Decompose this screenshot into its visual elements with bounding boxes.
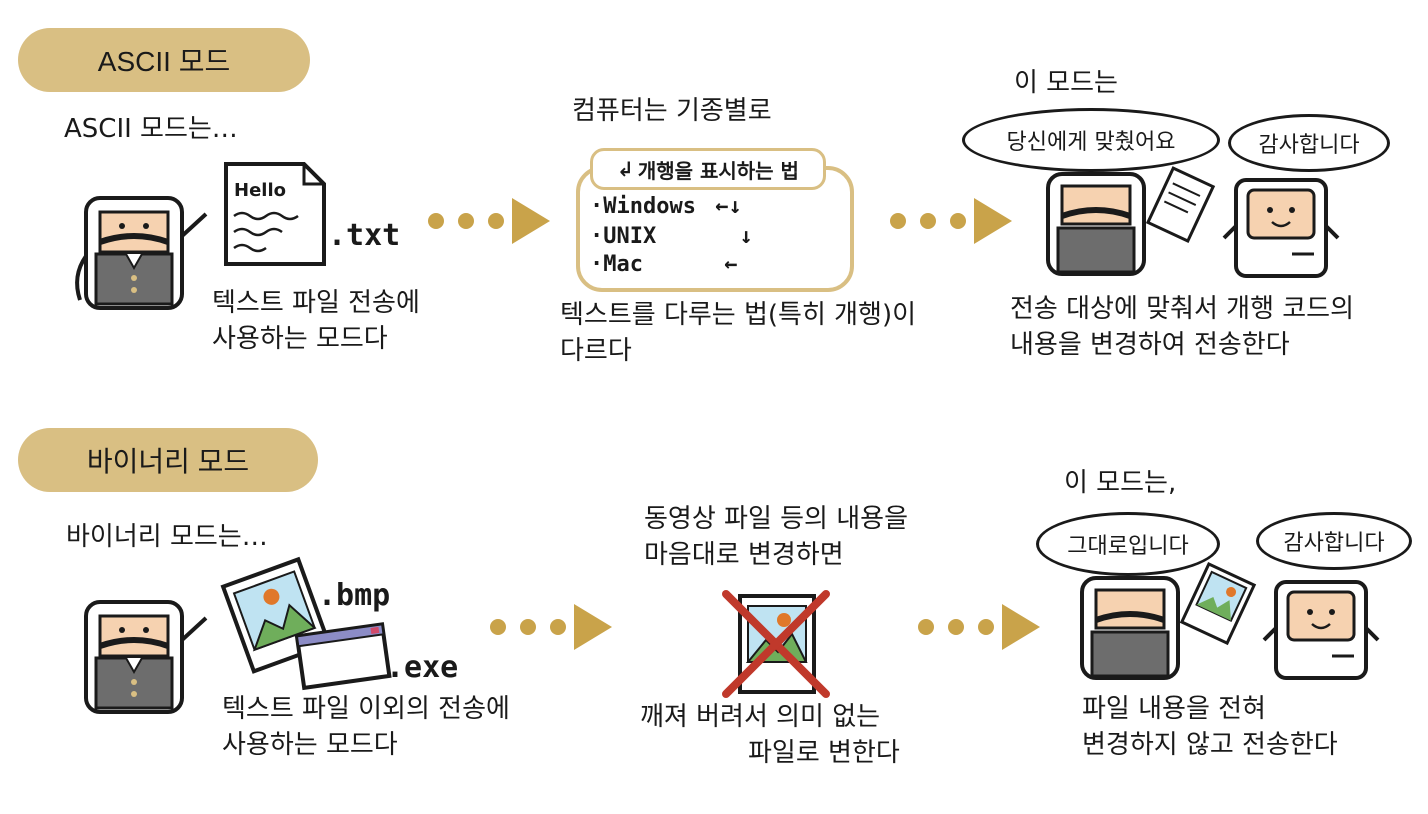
ascii-right-description-line2: 내용을 변경하여 전송한다 — [1010, 328, 1354, 364]
binary-middle-description: 깨져 버려서 의미 없는 파일로 변한다 — [640, 700, 900, 772]
ascii-mode-header: ASCII 모드 — [18, 28, 310, 92]
binary-middle-description-line1: 깨져 버려서 의미 없는 — [640, 700, 900, 736]
ascii-description-line1: 텍스트 파일 전송에 — [212, 286, 420, 322]
ascii-bubble-left-text: 당신에게 맞췄어요 — [1007, 124, 1176, 156]
binary-mode-header-label: 바이너리 모드 — [87, 440, 249, 480]
binary-bubble-left-text: 그대로입니다 — [1067, 528, 1188, 560]
binary-middle-title: 동영상 파일 등의 내용을 마음대로 변경하면 — [644, 502, 908, 574]
ascii-middle-title: 컴퓨터는 기종별로 — [572, 94, 772, 130]
professor-character-icon — [66, 590, 216, 720]
ascii-intro: ASCII 모드는… — [64, 112, 238, 148]
binary-right-description: 파일 내용을 전혀 변경하지 않고 전송한다 — [1082, 692, 1338, 764]
professor-character-icon — [66, 186, 216, 316]
binary-middle-title-line2: 마음대로 변경하면 — [644, 538, 908, 574]
os-row-windows: ·Windows ←↓ — [590, 194, 742, 219]
ascii-middle-description-line1: 텍스트를 다루는 법(특히 개행)이 — [560, 298, 916, 334]
flow-arrow-icon — [490, 602, 614, 652]
document-hello-text: Hello — [234, 180, 286, 201]
flow-arrow-icon — [890, 196, 1014, 246]
binary-intro: 바이너리 모드는… — [66, 520, 268, 556]
ascii-right-description: 전송 대상에 맞춰서 개행 코드의 내용을 변경하여 전송한다 — [1010, 292, 1354, 364]
newline-methods-tag: ↲ 개행을 표시하는 법 — [590, 148, 826, 190]
os-row-unix: ·UNIX ↓ — [590, 224, 753, 249]
professor-with-document-icon — [1028, 170, 1208, 278]
newline-symbol: ←↓ — [715, 194, 742, 219]
professor-with-image-icon — [1062, 564, 1252, 684]
binary-description-line2: 사용하는 모드다 — [222, 728, 510, 764]
executable-window-icon — [296, 622, 392, 688]
binary-mode-header: 바이너리 모드 — [18, 428, 318, 492]
return-arrow-icon: ↲ — [617, 157, 634, 181]
text-document-icon: Hello — [222, 160, 328, 268]
ascii-description: 텍스트 파일 전송에 사용하는 모드다 — [212, 286, 420, 358]
binary-right-description-line2: 변경하지 않고 전송한다 — [1082, 728, 1338, 764]
binary-right-title: 이 모드는, — [1064, 466, 1176, 502]
binary-description-line1: 텍스트 파일 이외의 전송에 — [222, 692, 510, 728]
os-name: ·Windows — [590, 194, 696, 219]
txt-extension-label: .txt — [328, 218, 400, 253]
ascii-right-title: 이 모드는 — [1014, 66, 1118, 102]
ascii-description-line2: 사용하는 모드다 — [212, 322, 420, 358]
newline-methods-tag-label: 개행을 표시하는 법 — [638, 155, 799, 184]
computer-character-icon — [1222, 176, 1340, 280]
computer-character-icon — [1262, 578, 1380, 682]
ascii-middle-description-line2: 다르다 — [560, 334, 916, 370]
newline-symbol: ↓ — [739, 224, 752, 249]
ascii-middle-description: 텍스트를 다루는 법(특히 개행)이 다르다 — [560, 298, 916, 370]
ascii-speech-bubble-right: 감사합니다 — [1228, 114, 1390, 172]
ascii-bubble-right-text: 감사합니다 — [1258, 127, 1359, 159]
binary-bubble-right-text: 감사합니다 — [1283, 525, 1384, 557]
binary-description: 텍스트 파일 이외의 전송에 사용하는 모드다 — [222, 692, 510, 764]
newline-symbol: ← — [724, 252, 737, 277]
os-name: ·Mac — [590, 252, 643, 277]
flow-arrow-icon — [428, 196, 552, 246]
ascii-speech-bubble-left: 당신에게 맞췄어요 — [962, 108, 1220, 172]
cross-mark-icon — [718, 588, 838, 700]
os-row-mac: ·Mac ← — [590, 252, 737, 277]
bmp-extension-label: .bmp — [318, 578, 390, 613]
binary-right-description-line1: 파일 내용을 전혀 — [1082, 692, 1338, 728]
binary-middle-description-line2: 파일로 변한다 — [640, 736, 900, 772]
flow-arrow-icon — [918, 602, 1042, 652]
binary-middle-title-line1: 동영상 파일 등의 내용을 — [644, 502, 908, 538]
ascii-mode-header-label: ASCII 모드 — [98, 40, 230, 80]
os-name: ·UNIX — [590, 224, 656, 249]
exe-extension-label: .exe — [386, 650, 458, 685]
binary-speech-bubble-right: 감사합니다 — [1256, 512, 1412, 570]
ascii-right-description-line1: 전송 대상에 맞춰서 개행 코드의 — [1010, 292, 1354, 328]
